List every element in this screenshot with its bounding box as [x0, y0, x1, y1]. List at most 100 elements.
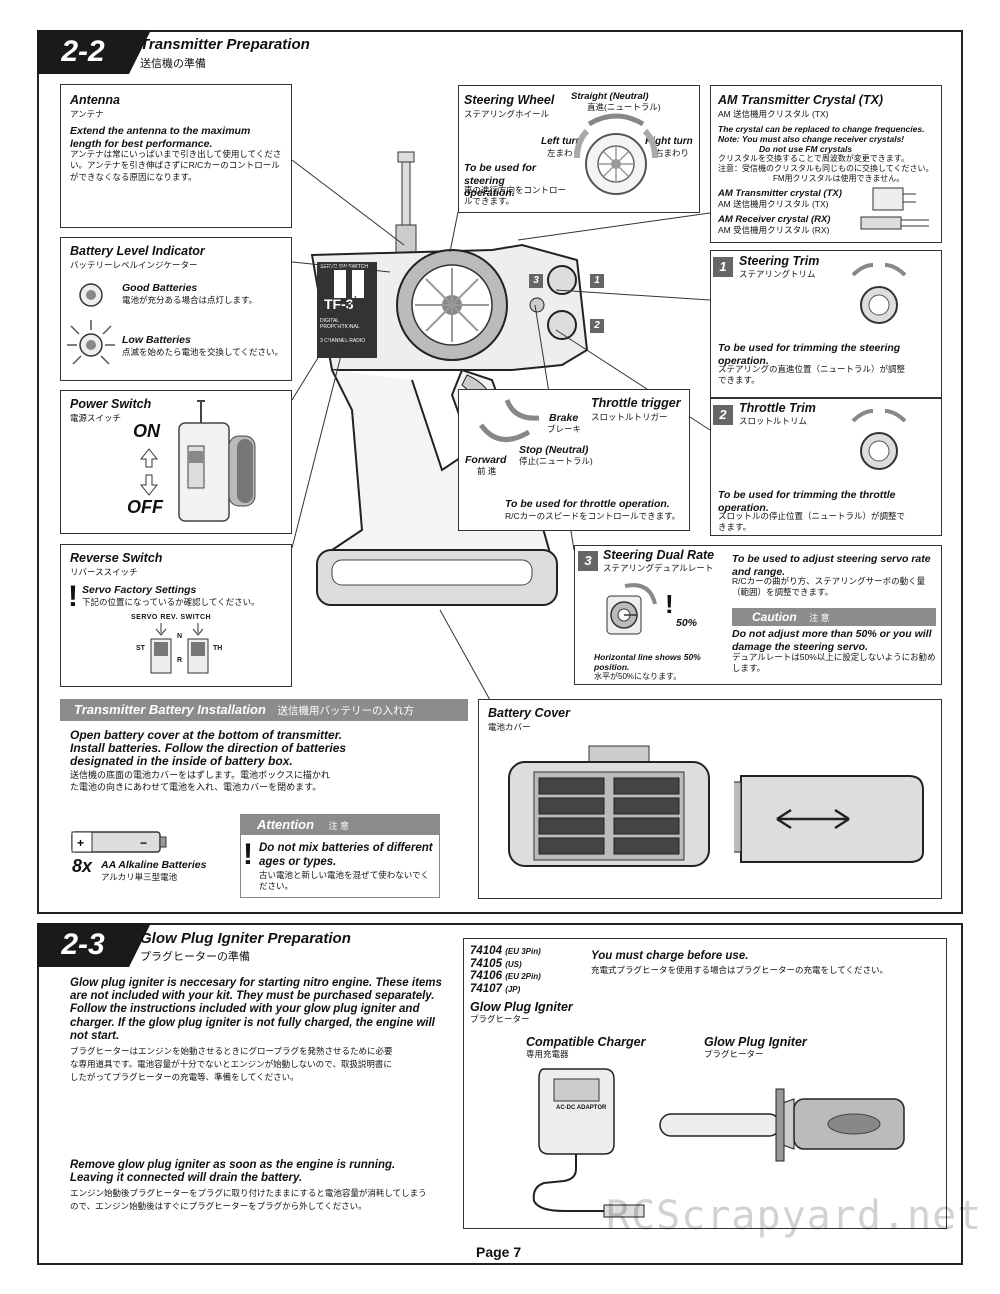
good-batteries-jp: 電池が充分ある場合は点灯します。: [122, 295, 258, 305]
power-switch-box: Power Switch 電源スイッチ ON OFF: [60, 390, 292, 534]
attention-box: Attention 注 意 ! Do not mix batteries of …: [240, 814, 440, 898]
dual-rate-use-jp: R/Cカーの曲がり方、ステアリングサーボの動く量（範囲）を調整できます。: [732, 576, 926, 598]
th-label: TH: [213, 645, 223, 652]
dual-rate-box: 3 Steering Dual Rate ステアリングデュアルレート ! 50%…: [574, 545, 942, 685]
reverse-switch-subtitle: リバーススイッチ: [70, 567, 138, 577]
straight-label-jp: 直進(ニュートラル): [587, 102, 661, 112]
throttle-trigger-subtitle: スロットルトリガー: [591, 412, 668, 422]
power-on-label: ON: [133, 421, 160, 441]
part-row: 74106 (EU 2Pin): [470, 970, 541, 983]
r-label: R: [177, 657, 183, 664]
tx-brand-label: TF-3: [324, 296, 354, 312]
dual-rate-warning-icon: !: [665, 589, 674, 619]
attention-label-jp: 注 意: [328, 821, 350, 831]
battery-cover-title: Battery Cover: [488, 706, 570, 720]
battery-install-instruction-jp: 送信機の底面の電池カバーをはずします。電池ボックスに描かれた電池の向きにあわせて…: [70, 770, 330, 793]
steering-wheel-subtitle: ステアリングホイール: [464, 109, 550, 119]
glow-remove-note: Remove glow plug igniter as soon as the …: [70, 1159, 396, 1184]
steering-trim-badge: 1: [713, 257, 733, 277]
caution-label-jp: 注 意: [809, 613, 830, 623]
antenna-instruction-jp: アンテナは常にいっぱいまで引き出して使用してください。アンテナを引き伸ばさずにR…: [70, 149, 282, 182]
crystal-box: AM Transmitter Crystal (TX) AM 送信機用クリスタル…: [710, 85, 942, 243]
battery-level-title: Battery Level Indicator: [70, 244, 205, 258]
dual-rate-percent: 50%: [676, 617, 698, 629]
rx-crystal-label-jp: AM 受信機用クリスタル (RX): [718, 225, 830, 235]
right-turn-label: Right turn: [645, 136, 693, 147]
throttle-use: To be used for throttle operation.: [505, 498, 670, 510]
part-row: 74104 (EU 3Pin): [470, 945, 541, 957]
charge-note: You must charge before use.: [591, 950, 749, 962]
watermark: RCScrapyard.net: [606, 1193, 983, 1239]
throttle-trim-use-jp: スロットルの停止位置（ニュートラル）が調整できます。: [718, 511, 906, 533]
warning-icon: !: [68, 580, 78, 613]
igniter-title-jp: プラグヒーター: [704, 1049, 764, 1059]
brake-label: Brake: [549, 412, 579, 424]
dual-rate-title: Steering Dual Rate: [603, 548, 715, 562]
stop-label: Stop (Neutral): [519, 444, 589, 456]
svg-text:−: −: [140, 836, 147, 850]
dual-rate-badge: 3: [578, 551, 598, 571]
throttle-use-jp: R/Cカーのスピードをコントロールできます。: [505, 511, 681, 521]
caution-header: Caution 注 意: [732, 608, 936, 626]
antenna-instruction: Extend the antenna to the maximum length…: [70, 125, 251, 150]
tx-digital-label: DIGITAL PROPORTIONAL: [320, 318, 360, 330]
throttle-trim-title: Throttle Trim: [739, 401, 816, 415]
steering-trim-use: To be used for trimming the steering ope…: [718, 342, 901, 367]
horizontal-line-note: Horizontal line shows 50% position.: [594, 652, 701, 673]
battery-install-header: Transmitter Battery Installation 送信機用バッテ…: [60, 699, 468, 721]
attention-header: Attention 注 意: [241, 815, 439, 835]
battery-cover-subtitle: 電池カバー: [488, 722, 531, 732]
low-batteries-label: Low Batteries: [122, 334, 191, 346]
steering-wheel-icon: [574, 113, 658, 195]
n-label: N: [177, 633, 183, 640]
crystal-title: AM Transmitter Crystal (TX): [718, 93, 884, 107]
antenna-subtitle: アンテナ: [70, 109, 104, 119]
charger-igniter-illustration: [532, 1068, 905, 1218]
throttle-trigger-title: Throttle trigger: [591, 396, 681, 410]
steering-trim-subtitle: ステアリングトリム: [739, 269, 816, 279]
battery-cover-box: Battery Cover 電池カバー: [478, 699, 942, 899]
caution-label: Caution: [752, 610, 797, 624]
glow-parts-box: 74104 (EU 3Pin) 74105 (US) 74106 (EU 2Pi…: [463, 938, 947, 1229]
tx-channel-label: 3 CHANNEL RADIO: [320, 338, 366, 344]
steering-use-jp: 車の進行方向をコントロールできます。: [464, 185, 567, 207]
steering-wheel-box: Steering Wheel ステアリングホイール Straight (Neut…: [458, 85, 700, 213]
part-row: 74107 (JP): [470, 982, 521, 995]
igniter-title: Glow Plug Igniter: [704, 1035, 807, 1049]
caution-text: Do not adjust more than 50% or you will …: [732, 628, 932, 653]
section-number-2-2: 2-2: [37, 30, 151, 74]
glow-remove-note-jp: エンジン始動後プラグヒーターをプラグに取り付けたままにすると電池容量が消耗してし…: [70, 1188, 427, 1211]
reverse-switch-box: Reverse Switch リバーススイッチ ! Servo Factory …: [60, 544, 292, 687]
charger-title-jp: 専用充電器: [526, 1049, 569, 1059]
good-batteries-label: Good Batteries: [122, 282, 198, 294]
battery-level-box: Battery Level Indicator バッテリーレベルインジケーター …: [60, 237, 292, 381]
trim-divider: [711, 397, 941, 399]
throttle-trim-subtitle: スロットルトリム: [739, 416, 808, 426]
crystal-note-1: The crystal can be replaced to change fr…: [718, 124, 925, 134]
battery-install-title: Transmitter Battery Installation: [74, 702, 266, 717]
battery-box-illustration: [508, 745, 924, 867]
svg-text:+: +: [77, 836, 84, 850]
led-good-icon: [67, 283, 115, 365]
adaptor-label: AC-DC ADAPTOR: [556, 1105, 607, 1111]
trigger-arrows-icon: [478, 399, 540, 442]
crystal-jp-3: FM用クリスタルは使用できません。: [773, 174, 905, 183]
forward-label: Forward: [465, 454, 507, 466]
right-turn-label-jp: 右まわり: [655, 148, 690, 158]
reverse-switch-title: Reverse Switch: [70, 551, 163, 565]
servo-factory-settings-jp: 下記の位置になっているか確認してください。: [82, 597, 260, 607]
antenna-box: Antenna アンテナ Extend the antenna to the m…: [60, 84, 292, 228]
st-label: ST: [136, 645, 145, 652]
tx-callout-2: 2: [590, 319, 604, 333]
battery-install-title-jp: 送信機用バッテリーの入れ方: [277, 705, 415, 717]
power-off-label: OFF: [127, 497, 163, 517]
part-number-list: 74104 (EU 3Pin) 74105 (US) 74106 (EU 2Pi…: [470, 945, 541, 996]
tx-crystal-label-jp: AM 送信機用クリスタル (TX): [718, 199, 829, 209]
antenna-title: Antenna: [70, 93, 120, 107]
steering-use: To be used for steering operation.: [464, 162, 536, 200]
crystal-note-2: Note: You must also change receiver crys…: [718, 134, 905, 144]
charger-title: Compatible Charger: [526, 1035, 646, 1049]
glow-section-subtitle: プラグヒーターの準備: [140, 951, 250, 963]
dual-rate-use: To be used to adjust steering servo rate…: [732, 553, 931, 578]
straight-label: Straight (Neutral): [571, 91, 649, 102]
